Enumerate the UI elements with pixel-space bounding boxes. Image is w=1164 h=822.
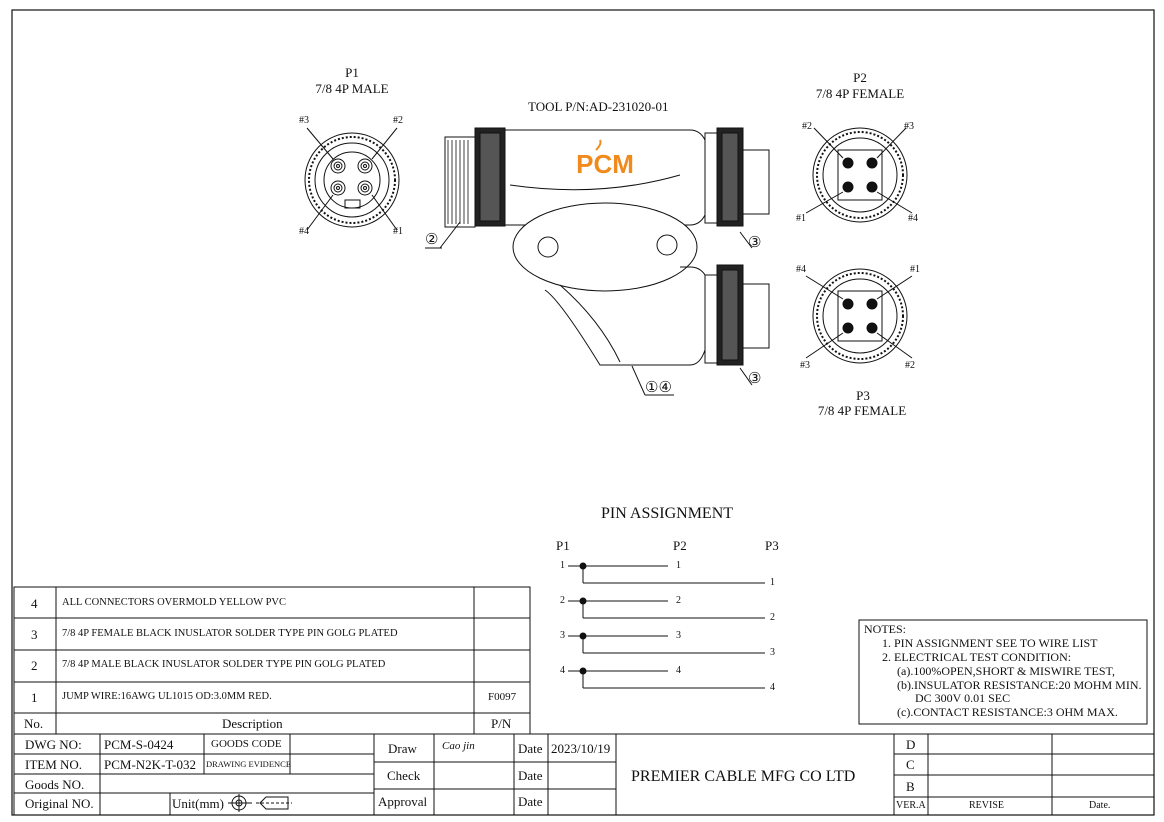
- date-value: 2023/10/19: [551, 741, 611, 756]
- date-label: Date: [518, 741, 543, 756]
- pin-header-p2: P2: [673, 538, 687, 553]
- p2-pin-label: #4: [908, 213, 918, 224]
- approval-label: Approval: [378, 794, 428, 809]
- p3-name: P3: [856, 388, 870, 403]
- note-line: 2. ELECTRICAL TEST CONDITION:: [882, 650, 1072, 664]
- bom-desc: JUMP WIRE:16AWG UL1015 OD:3.0MM RED.: [62, 691, 272, 702]
- title-block-grid: [13, 733, 1155, 816]
- p2-name: P2: [853, 70, 867, 85]
- check-label: Check: [387, 768, 421, 783]
- p3-pin-label: #1: [910, 264, 920, 275]
- notes-box: [858, 619, 1148, 725]
- pin-p1: 2: [560, 595, 565, 606]
- pin-p3: 2: [770, 612, 775, 623]
- p1-pin-label: #2: [393, 115, 403, 126]
- bom-no: 4: [31, 596, 38, 611]
- p2-connector-face: [805, 127, 913, 223]
- p1-pin-label: #1: [393, 226, 403, 237]
- company-name: PREMIER CABLE MFG CO LTD: [631, 768, 856, 785]
- p1-pin-label: #3: [299, 115, 309, 126]
- bom-pn: F0097: [488, 691, 517, 703]
- logo-text: PCM: [576, 149, 634, 179]
- pin-p2: 1: [676, 560, 681, 571]
- pin-p2: 3: [676, 630, 681, 641]
- pcm-logo-icon: PCM: [576, 139, 634, 179]
- note-line: (a).100%OPEN,SHORT & MISWIRE TEST,: [897, 664, 1115, 678]
- pin-p2: 2: [676, 595, 681, 606]
- pin-p2: 4: [676, 665, 681, 676]
- bom-header-pn: P/N: [491, 716, 512, 731]
- pin-p3: 4: [770, 682, 775, 693]
- callout-3: ③: [748, 371, 762, 387]
- goods-code-label: GOODS CODE: [211, 738, 282, 750]
- p1-desc: 7/8 4P MALE: [315, 81, 389, 96]
- pin-p1: 3: [560, 630, 565, 641]
- bom-no: 1: [31, 690, 38, 705]
- p3-connector-face: [805, 268, 913, 364]
- dwg-label: DWG NO:: [25, 737, 82, 752]
- dwg-value: PCM-S-0424: [104, 737, 174, 752]
- unit-label: Unit(mm): [172, 796, 224, 811]
- item-value: PCM-N2K-T-032: [104, 757, 196, 772]
- p2-pin-label: #2: [802, 121, 812, 132]
- p1-pin-label: #4: [299, 226, 309, 237]
- p2-pin-label: #3: [904, 121, 914, 132]
- connector-body-view: [425, 127, 770, 396]
- draw-label: Draw: [388, 741, 417, 756]
- bom-desc: 7/8 4P FEMALE BLACK INUSLATOR SOLDER TYP…: [62, 628, 398, 639]
- callout-1-4: ①④: [645, 380, 672, 396]
- draw-signature: Cao jin: [442, 740, 475, 752]
- revise-label: REVISE: [969, 800, 1004, 811]
- goods-no-label: Goods NO.: [25, 777, 85, 792]
- pin-assignment-title: PIN ASSIGNMENT: [601, 505, 734, 522]
- pin-header-p1: P1: [556, 538, 570, 553]
- rev-letter: C: [906, 757, 915, 772]
- note-line: 1. PIN ASSIGNMENT SEE TO WIRE LIST: [882, 636, 1098, 650]
- bom-header-no: No.: [24, 716, 44, 731]
- p2-pin-label: #1: [796, 213, 806, 224]
- ver-label: VER.A: [896, 800, 926, 811]
- callout-3: ③: [748, 235, 762, 251]
- rev-date-label: Date.: [1089, 800, 1111, 811]
- date-label: Date: [518, 794, 543, 809]
- p3-pin-label: #3: [800, 360, 810, 371]
- p1-name: P1: [345, 65, 359, 80]
- p3-desc: 7/8 4P FEMALE: [817, 403, 907, 418]
- original-no-label: Original NO.: [25, 796, 94, 811]
- bom-header-desc: Description: [222, 716, 283, 731]
- notes-title: NOTES:: [864, 622, 906, 636]
- pin-p3: 3: [770, 647, 775, 658]
- drawing-evidence-label: DRAWING EVIDENCE: [206, 759, 292, 769]
- pin-p3: 1: [770, 577, 775, 588]
- pin-assignment-wiring: [568, 562, 765, 689]
- callout-2: ②: [425, 232, 439, 248]
- item-label: ITEM NO.: [25, 757, 83, 772]
- rev-letter: D: [906, 737, 916, 752]
- p3-pin-label: #4: [796, 264, 806, 275]
- bom-desc: 7/8 4P MALE BLACK INUSLATOR SOLDER TYPE …: [62, 659, 386, 670]
- pin-header-p3: P3: [765, 538, 779, 553]
- rev-letter: B: [906, 779, 915, 794]
- date-label: Date: [518, 768, 543, 783]
- bom-no: 2: [31, 658, 38, 673]
- pin-p1: 4: [560, 665, 565, 676]
- tool-part-number: TOOL P/N:AD-231020-01: [528, 99, 669, 114]
- bom-no: 3: [31, 627, 38, 642]
- p2-desc: 7/8 4P FEMALE: [815, 86, 905, 101]
- note-line: (c).CONTACT RESISTANCE:3 OHM MAX.: [897, 705, 1118, 719]
- note-line: (b).INSULATOR RESISTANCE:20 MOHM MIN.: [897, 678, 1142, 692]
- pin-p1: 1: [560, 560, 565, 571]
- note-line: DC 300V 0.01 SEC: [915, 691, 1011, 705]
- p1-connector-face: [304, 127, 400, 231]
- bom-desc: ALL CONNECTORS OVERMOLD YELLOW PVC: [62, 597, 287, 608]
- p3-pin-label: #2: [905, 360, 915, 371]
